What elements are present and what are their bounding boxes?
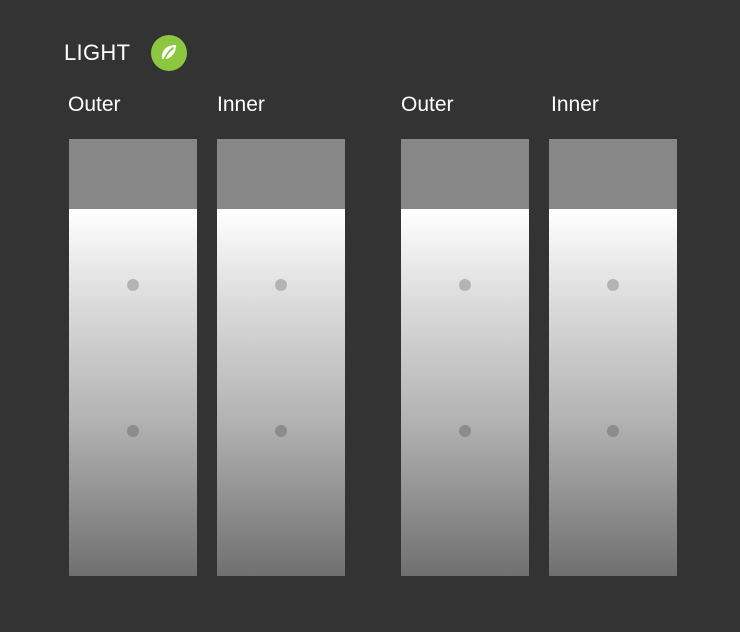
slider-fill[interactable] [549,208,677,576]
inner-light-slider-2[interactable] [549,139,677,576]
slider-marker [459,425,471,437]
slider-track [69,139,197,209]
slider-label-inner-2: Inner [551,93,599,116]
light-title: LIGHT [64,40,131,65]
light-header: LIGHT [64,33,188,73]
outer-light-slider-2[interactable] [401,139,529,576]
slider-marker [607,279,619,291]
slider-fill[interactable] [217,208,345,576]
slider-label-outer-2: Outer [401,93,454,116]
slider-marker [127,279,139,291]
slider-fill[interactable] [69,208,197,576]
slider-marker [275,279,287,291]
slider-marker [459,279,471,291]
slider-track [401,139,529,209]
slider-label-inner-1: Inner [217,93,265,116]
outer-light-slider-1[interactable] [69,139,197,576]
leaf-icon [151,35,188,71]
slider-marker [607,425,619,437]
inner-light-slider-1[interactable] [217,139,345,576]
slider-fill[interactable] [401,208,529,576]
slider-marker [127,425,139,437]
slider-track [549,139,677,209]
slider-marker [275,425,287,437]
slider-track [217,139,345,209]
slider-label-outer-1: Outer [68,93,121,116]
